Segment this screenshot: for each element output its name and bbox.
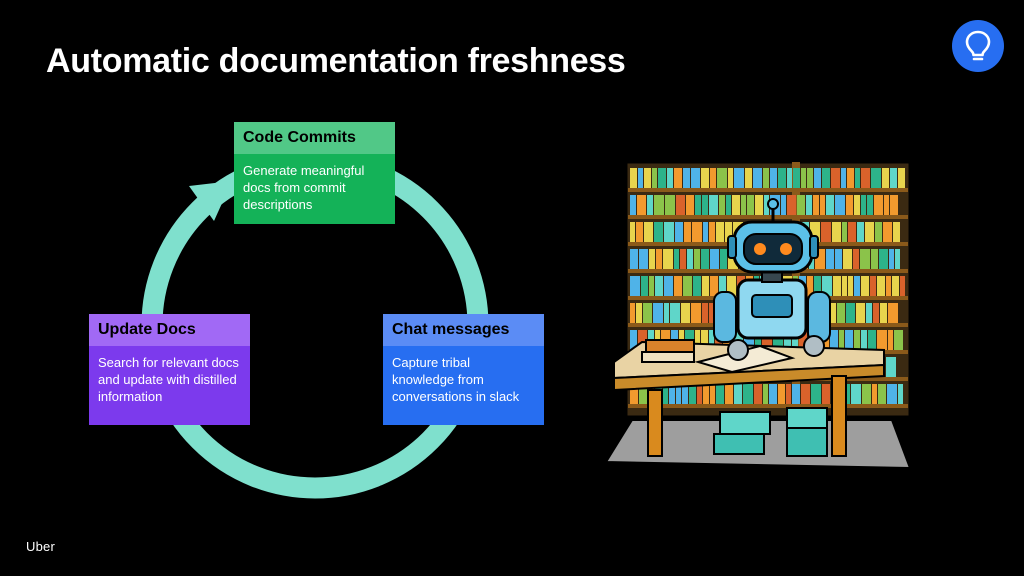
slide-title: Automatic documentation freshness: [46, 42, 626, 80]
step-description: Generate meaningful docs from commit des…: [234, 154, 395, 224]
step-update-docs: Update Docs Search for relevant docs and…: [89, 314, 250, 425]
step-code-commits: Code Commits Generate meaningful docs fr…: [234, 122, 395, 224]
step-description: Capture tribal knowledge from conversati…: [383, 346, 544, 425]
step-chat-messages: Chat messages Capture tribal knowledge f…: [383, 314, 544, 425]
step-heading: Chat messages: [383, 314, 544, 346]
step-heading: Code Commits: [234, 122, 395, 154]
step-description: Search for relevant docs and update with…: [89, 346, 250, 425]
step-heading: Update Docs: [89, 314, 250, 346]
uber-logo: Uber: [26, 539, 55, 554]
robot-librarian-illustration: [604, 160, 912, 470]
lightbulb-icon: [952, 20, 1004, 72]
